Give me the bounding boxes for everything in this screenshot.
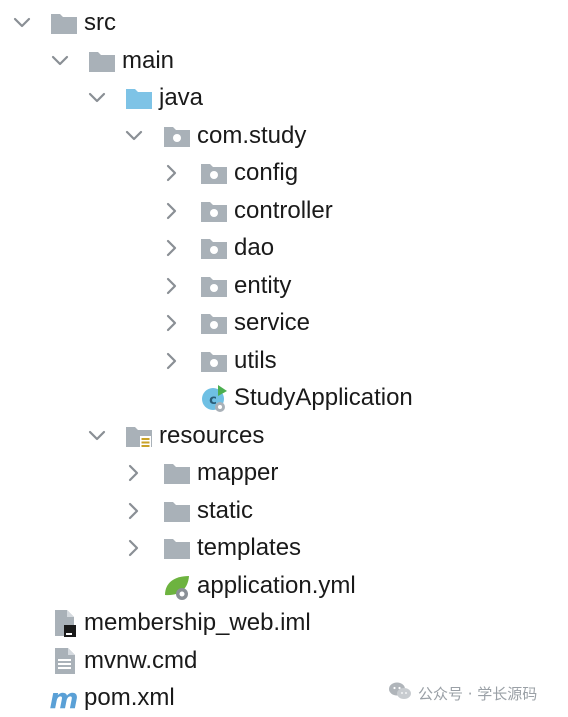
tree-node-label: application.yml bbox=[197, 572, 356, 599]
chevron-right-icon[interactable] bbox=[162, 313, 182, 333]
folder-icon bbox=[49, 8, 79, 38]
tree-node-templates[interactable]: templates bbox=[0, 529, 330, 566]
tree-node-label: resources bbox=[159, 422, 265, 449]
package-icon bbox=[199, 158, 229, 188]
tree-node-label: membership_web.iml bbox=[84, 609, 311, 636]
maven-icon: m bbox=[48, 683, 78, 713]
package-icon bbox=[199, 346, 229, 376]
tree-node-label: utils bbox=[234, 347, 277, 374]
package-icon bbox=[199, 271, 229, 301]
tree-node-java[interactable]: java bbox=[0, 79, 220, 116]
tree-node-label: mapper bbox=[197, 459, 279, 486]
resources-root-icon bbox=[124, 421, 154, 451]
tree-node-utils[interactable]: utils bbox=[0, 342, 300, 379]
tree-node-label: controller bbox=[234, 197, 333, 224]
tree-node-label: java bbox=[159, 84, 204, 111]
chevron-right-icon[interactable] bbox=[162, 163, 182, 183]
text-file-icon bbox=[50, 646, 80, 676]
chevron-down-icon[interactable] bbox=[87, 88, 107, 108]
spring-boot-class-icon: c bbox=[199, 383, 229, 413]
tree-node-label: service bbox=[234, 309, 311, 336]
tree-node-label: config bbox=[234, 159, 299, 186]
package-icon bbox=[162, 121, 192, 151]
tree-node-controller[interactable]: controller bbox=[0, 192, 360, 229]
chevron-right-icon[interactable] bbox=[162, 238, 182, 258]
tree-node-label: StudyApplication bbox=[234, 384, 413, 411]
source-root-folder-icon bbox=[124, 83, 154, 113]
tree-node-mapper[interactable]: mapper bbox=[0, 454, 300, 491]
folder-icon bbox=[162, 496, 192, 526]
folder-icon bbox=[87, 46, 117, 76]
tree-node-com-study[interactable]: com.study bbox=[0, 117, 330, 154]
tree-node-src[interactable]: src bbox=[0, 4, 160, 41]
tree-node-dao[interactable]: dao bbox=[0, 229, 300, 266]
chevron-right-icon[interactable] bbox=[124, 538, 144, 558]
tree-node-label: mvnw.cmd bbox=[84, 647, 198, 674]
tree-node-resources[interactable]: resources bbox=[0, 417, 290, 454]
tree-node-label: src bbox=[84, 9, 116, 36]
tree-node-application-yml[interactable]: application.yml bbox=[0, 567, 390, 604]
tree-node-label: main bbox=[122, 47, 175, 74]
tree-node-static[interactable]: static bbox=[0, 492, 290, 529]
package-icon bbox=[199, 308, 229, 338]
tree-node-label: dao bbox=[234, 234, 275, 261]
tree-node-label: com.study bbox=[197, 122, 307, 149]
folder-icon bbox=[162, 458, 192, 488]
tree-node-study-application[interactable]: c StudyApplication bbox=[0, 379, 440, 416]
svg-text:c: c bbox=[209, 393, 217, 408]
tree-node-service[interactable]: service bbox=[0, 304, 330, 341]
chevron-right-icon[interactable] bbox=[162, 276, 182, 296]
chevron-right-icon[interactable] bbox=[124, 463, 144, 483]
tree-node-membership-web-iml[interactable]: membership_web.iml bbox=[0, 604, 340, 641]
chevron-down-icon[interactable] bbox=[87, 426, 107, 446]
watermark-text: 公众号 · 学长源码 bbox=[418, 684, 538, 703]
watermark: 公众号 · 学长源码 bbox=[388, 680, 537, 706]
tree-node-label: pom.xml bbox=[84, 684, 175, 711]
tree-node-mvnw-cmd[interactable]: mvnw.cmd bbox=[0, 642, 230, 679]
tree-node-entity[interactable]: entity bbox=[0, 267, 320, 304]
chevron-right-icon[interactable] bbox=[124, 501, 144, 521]
chevron-right-icon[interactable] bbox=[162, 201, 182, 221]
chevron-down-icon[interactable] bbox=[12, 13, 32, 33]
wechat-icon bbox=[388, 681, 412, 705]
folder-icon bbox=[162, 533, 192, 563]
chevron-down-icon[interactable] bbox=[124, 126, 144, 146]
package-icon bbox=[199, 196, 229, 226]
svg-text:m: m bbox=[49, 683, 78, 713]
tree-node-config[interactable]: config bbox=[0, 154, 320, 191]
tree-node-label: static bbox=[197, 497, 254, 524]
chevron-right-icon[interactable] bbox=[162, 351, 182, 371]
tree-node-label: templates bbox=[197, 534, 302, 561]
tree-node-pom-xml[interactable]: m pom.xml bbox=[0, 679, 200, 716]
iml-file-icon bbox=[50, 608, 80, 638]
chevron-down-icon[interactable] bbox=[50, 51, 70, 71]
spring-config-file-icon bbox=[162, 571, 192, 601]
tree-node-main[interactable]: main bbox=[0, 42, 200, 79]
package-icon bbox=[199, 233, 229, 263]
tree-node-label: entity bbox=[234, 272, 292, 299]
